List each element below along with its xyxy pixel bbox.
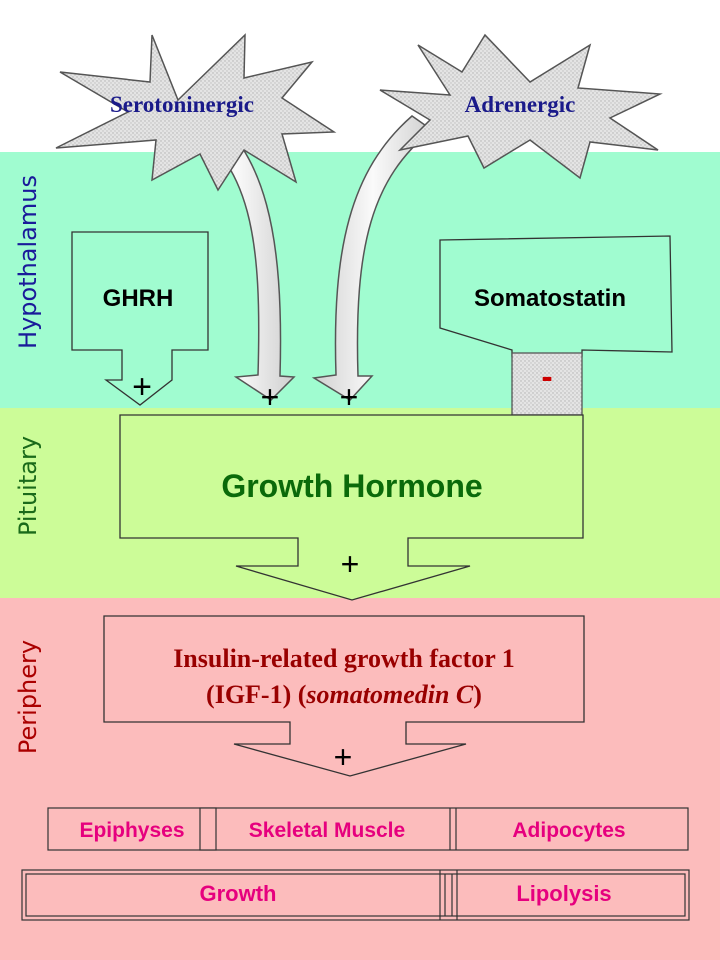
targets-row bbox=[47, 807, 689, 851]
serotoninergic-arrow bbox=[176, 105, 296, 401]
somatostatin-label: Somatostatin bbox=[474, 285, 626, 312]
effect-growth: Growth bbox=[200, 881, 277, 906]
ghrh-label: GHRH bbox=[103, 285, 174, 312]
igf1-closing-paren: ) bbox=[473, 680, 482, 709]
serotoninergic-plus-sign: + bbox=[261, 379, 280, 415]
periphery-label: Periphery bbox=[14, 640, 42, 754]
pituitary-label: Pituitary bbox=[14, 436, 42, 536]
igf1-label-line2: (IGF-1) (somatomedin C) bbox=[206, 680, 482, 709]
somatostatin-inhibition-square bbox=[511, 352, 583, 416]
adrenergic-arrow bbox=[311, 115, 434, 401]
adrenergic-burst bbox=[379, 33, 663, 180]
igf1-abbrev: (IGF-1) ( bbox=[206, 680, 306, 709]
igf1-alt-name: somatomedin C bbox=[305, 680, 474, 709]
serotoninergic-burst bbox=[55, 33, 337, 192]
effect-lipolysis: Lipolysis bbox=[516, 881, 611, 906]
serotoninergic-label: Serotoninergic bbox=[110, 92, 254, 117]
igf1-plus-sign: + bbox=[334, 739, 353, 775]
growth-hormone-plus-sign: + bbox=[341, 546, 360, 582]
target-epiphyses: Epiphyses bbox=[79, 819, 184, 842]
growth-hormone-label: Growth Hormone bbox=[221, 468, 482, 504]
igf1-box bbox=[103, 615, 585, 777]
adrenergic-label: Adrenergic bbox=[465, 92, 576, 117]
growth-hormone-box bbox=[119, 414, 584, 601]
ghrh-plus-sign: + bbox=[132, 368, 152, 406]
target-adipocytes: Adipocytes bbox=[512, 819, 625, 842]
ghrh-box bbox=[71, 231, 209, 406]
hypothalamus-label: Hypothalamus bbox=[14, 175, 42, 349]
igf1-label-line1: Insulin-related growth factor 1 bbox=[173, 644, 515, 673]
adrenergic-plus-sign: + bbox=[340, 379, 359, 415]
somatostatin-minus-sign: - bbox=[541, 358, 552, 396]
target-skeletal-muscle: Skeletal Muscle bbox=[249, 819, 405, 842]
effects-row bbox=[21, 869, 690, 921]
